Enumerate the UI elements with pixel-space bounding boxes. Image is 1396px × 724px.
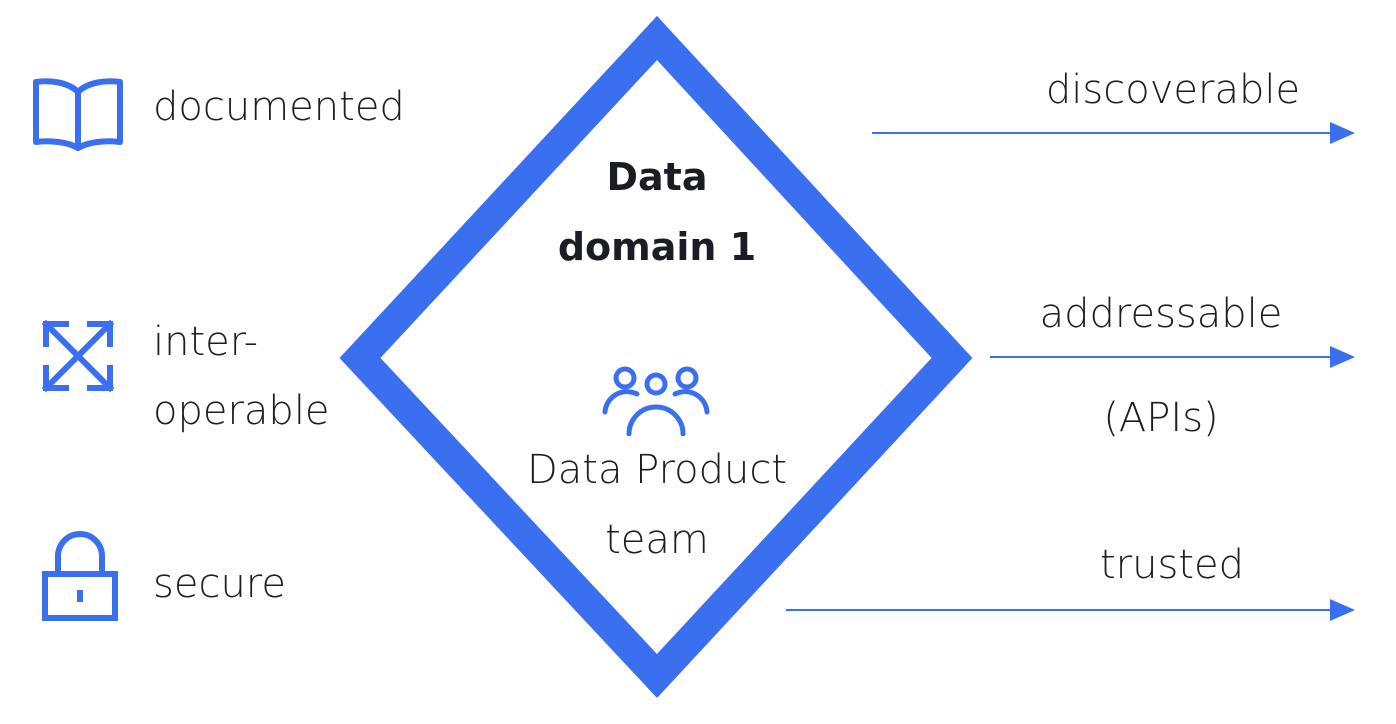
domain-diamond	[339, 15, 973, 699]
team-label-line1: Data Product	[526, 447, 788, 493]
expand-arrows-icon	[41, 319, 115, 393]
label-secure: secure	[153, 561, 286, 607]
book-icon	[33, 78, 123, 151]
arrow-discoverable	[872, 122, 1355, 144]
arrow-trusted	[786, 599, 1355, 621]
label-interoperable-line2: operable	[153, 388, 330, 434]
label-addressable: addressable	[1039, 291, 1283, 337]
label-discoverable: discoverable	[1045, 67, 1301, 113]
team-icon	[602, 366, 710, 436]
label-interoperable-line1: inter-	[153, 319, 259, 365]
team-label-line2: team	[605, 517, 709, 563]
label-documented: documented	[153, 84, 405, 130]
domain-title-line2: domain 1	[557, 225, 757, 269]
lock-icon	[42, 531, 118, 621]
label-apis: (APIs)	[1103, 395, 1219, 441]
label-trusted: trusted	[1099, 542, 1245, 588]
arrow-addressable	[990, 346, 1355, 368]
domain-title-line1: Data	[606, 155, 708, 199]
